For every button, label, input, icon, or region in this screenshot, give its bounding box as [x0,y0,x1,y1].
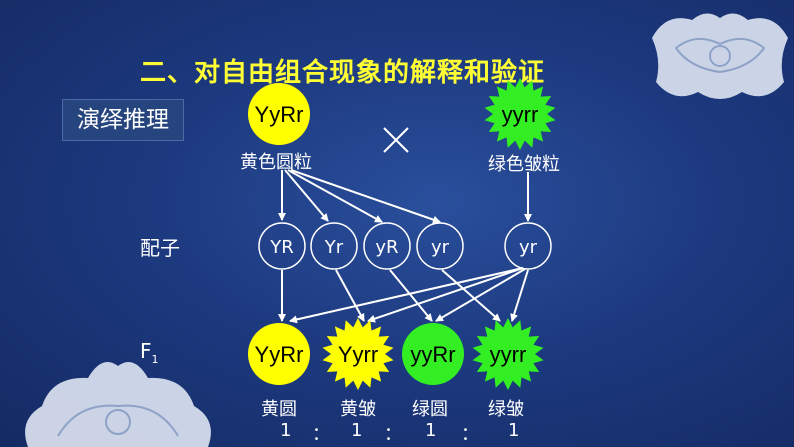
gamete-label-Yr: Yr [324,237,344,258]
ratio-3: 1 [425,420,437,441]
gametes-row-label: 配子 [140,236,180,260]
f1-genotype-3: yyRr [410,342,455,367]
gamete-circle-yr-2 [504,222,552,270]
arrow-p1-to-yR [287,169,383,223]
parent-2-phenotype: 绿色皱粒 [488,154,560,175]
f1-genotype-4: yyrr [490,342,527,367]
gamete-label-yr-2: yr [519,237,538,258]
f1-yellow-round-circle [248,323,310,385]
ornament-top-right [652,13,788,100]
arrow-Yr-to-f1-2 [335,269,365,322]
parent-green-wrinkled-star [484,78,556,150]
arrow-p2-yr-to-f1-2 [367,267,524,323]
arrow-yR-to-f1-3 [389,269,433,322]
cross-symbol-stroke-2 [383,127,409,153]
parent-yellow-round-circle [248,83,310,145]
ratio-sep-3: ： [461,424,479,445]
parent-1-phenotype: 黄色圆粒 [240,152,312,173]
ratio-sep-2: ： [384,424,402,445]
ratio-2: 1 [351,420,363,441]
f1-phenotype-3: 绿圆 [412,399,448,420]
f1-green-round-circle [402,323,464,385]
parent-2-genotype: yyrr [502,102,539,127]
arrow-p2-yr-to-f1-3 [435,268,526,322]
arrow-yr-to-f1-4 [441,269,501,322]
ratio-sep-1: ： [312,424,330,445]
gamete-circle-yR [363,222,411,270]
ratio-1: 1 [280,420,292,441]
gamete-label-yr-1: yr [431,237,450,258]
section-tag: 演绎推理 [62,99,184,141]
f1-yellow-wrinkled-star [322,318,394,390]
gamete-label-YR: YR [269,237,294,258]
ratio-4: 1 [508,420,520,441]
f1-row-label-main: F [140,339,152,363]
f1-row-label: F1 [140,339,159,366]
f1-phenotype-2: 黄皱 [340,399,376,420]
f1-phenotype-1: 黄圆 [261,399,297,420]
arrow-p1-to-Yr [284,169,329,222]
arrow-p2-yr-to-f1-4 [510,269,529,322]
f1-row-label-sub: 1 [151,353,159,366]
ornament-bottom-left [25,362,211,447]
gamete-circle-Yr [310,222,358,270]
parent-1-genotype: YyRr [255,102,304,127]
gamete-label-yR: yR [375,237,398,258]
page-title: 二、对自由组合现象的解释和验证 [140,58,546,88]
f1-genotype-2: Yyrr [338,342,378,367]
gamete-circle-YR [258,222,306,270]
f1-phenotype-4: 绿皱 [488,399,524,420]
arrow-p2-yr-to-f1-1 [289,267,524,324]
f1-green-wrinkled-star [472,318,544,390]
f1-genotype-1: YyRr [255,342,304,367]
arrow-p1-to-yr [290,169,441,224]
